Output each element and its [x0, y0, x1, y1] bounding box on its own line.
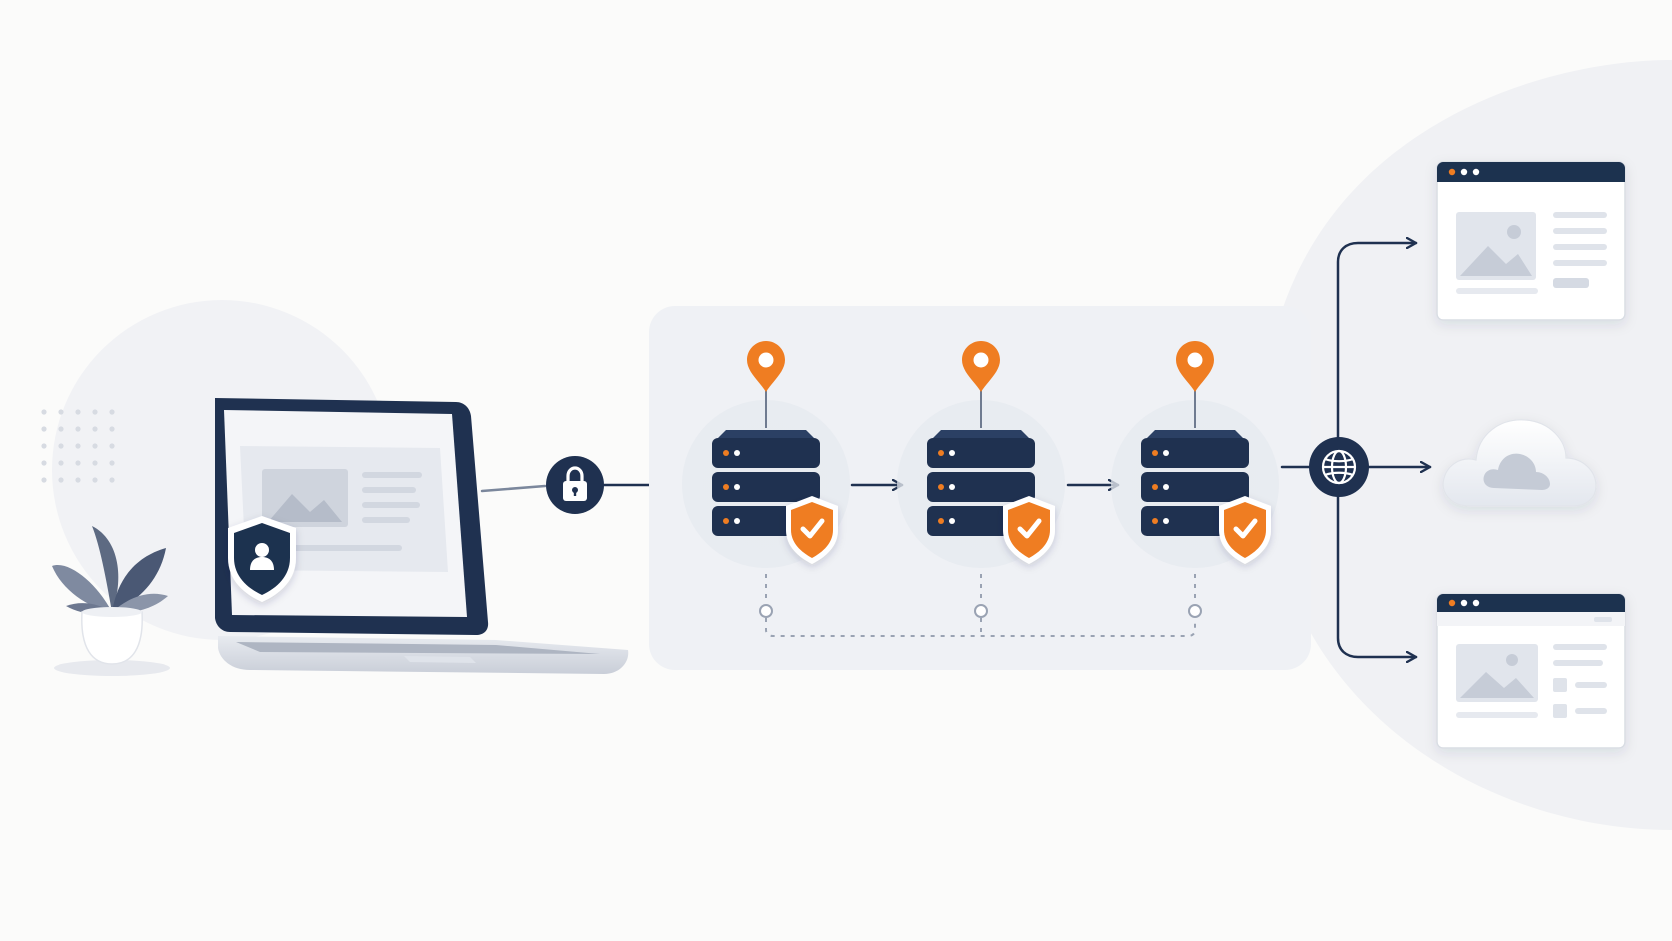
user-shield-icon [228, 516, 296, 602]
relay-link-nodes [759, 604, 1202, 618]
exit-branches [1336, 243, 1432, 657]
plant-icon [52, 526, 170, 676]
cloud-icon [1442, 419, 1597, 507]
lock-icon [546, 456, 604, 514]
destination-website-2 [1436, 593, 1626, 749]
edge-laptop-to-lock [480, 484, 547, 493]
globe-icon [1309, 437, 1369, 497]
dot-grid-decoration [41, 409, 115, 483]
destination-website-1 [1436, 161, 1626, 321]
relay-server-3 [1107, 341, 1283, 572]
relay-dashed-links [765, 574, 1196, 637]
relay-server-2 [893, 341, 1069, 572]
laptop-icon [215, 398, 629, 674]
relay-server-1 [678, 341, 854, 572]
